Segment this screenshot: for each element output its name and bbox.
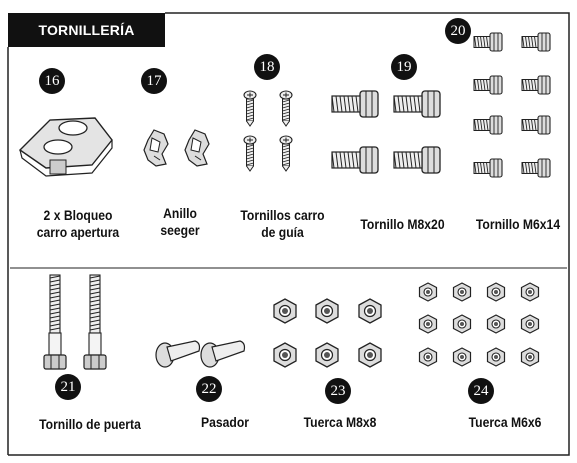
- item-number-19: 19: [391, 54, 417, 80]
- item-number-16: 16: [39, 68, 65, 94]
- item-number-18: 18: [254, 54, 280, 80]
- item-label-16-line1: 2 x Bloqueo: [43, 208, 113, 223]
- door-bolts-illustration: [43, 274, 107, 370]
- item-label-19: Tornillo M8x20: [360, 217, 445, 232]
- carriage-lock-illustration: [18, 117, 113, 177]
- item-label-18: Tornillos carro de guía: [226, 207, 339, 241]
- item-label-17-line2: seeger: [160, 223, 200, 238]
- m8x20-bolts-illustration: [331, 90, 441, 174]
- item-label-16-line2: carro apertura: [36, 225, 120, 240]
- item-label-20: Tornillo M6x14: [475, 217, 561, 232]
- m8-nuts-illustration: [273, 298, 382, 368]
- item-number-17: 17: [141, 68, 167, 94]
- item-label-17-line1: Anillo: [163, 206, 197, 221]
- item-label-24: Tuerca M6x6: [468, 415, 542, 430]
- pins-illustration: [155, 340, 246, 368]
- item-label-18-line1: Tornillos carro: [240, 208, 325, 223]
- seeger-ring-illustration: [143, 129, 210, 167]
- item-number-21: 21: [55, 374, 81, 400]
- item-label-16: 2 x Bloqueo carro apertura: [24, 207, 132, 241]
- section-header: TORNILLERÍA: [8, 13, 165, 47]
- item-label-17: Anillo seeger: [153, 205, 207, 239]
- m6x14-bolts-illustration: [473, 32, 551, 178]
- item-number-23: 23: [325, 378, 351, 404]
- item-label-23: Tuerca M8x8: [303, 415, 377, 430]
- carriage-screws-illustration: [243, 90, 293, 172]
- item-label-18-line2: de guía: [261, 225, 304, 240]
- item-number-24: 24: [468, 378, 494, 404]
- item-number-22: 22: [196, 376, 222, 402]
- item-label-21: Tornillo de puerta: [39, 417, 141, 432]
- m6-nuts-illustration: [418, 282, 540, 367]
- item-number-20: 20: [445, 18, 471, 44]
- section-title: TORNILLERÍA: [38, 22, 135, 38]
- item-label-22: Pasador: [201, 415, 249, 430]
